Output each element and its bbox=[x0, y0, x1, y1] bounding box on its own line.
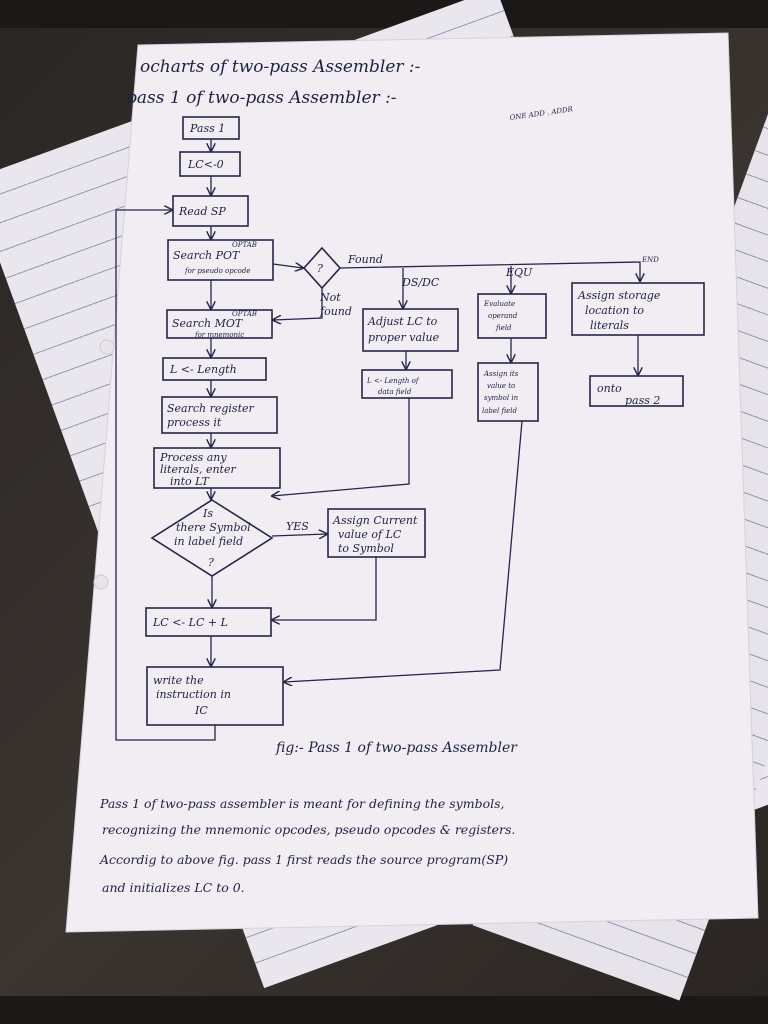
lc-update-label: LC <- LC + L bbox=[152, 616, 228, 629]
symbol-decision-label: Is bbox=[202, 507, 213, 520]
lc-update-box bbox=[145, 607, 272, 637]
search-pot-label: Search POT bbox=[173, 249, 241, 262]
read-sp-label: Read SP bbox=[178, 205, 226, 218]
l-length-data-box bbox=[361, 369, 453, 399]
punch-hole bbox=[99, 339, 115, 355]
assign-symbol-label-3: symbol in bbox=[484, 394, 519, 402]
paragraph-line-4: and initializes LC to 0. bbox=[102, 880, 245, 895]
adjust-lc-label: Adjust LC to bbox=[367, 315, 438, 328]
lc-init-label: LC<-0 bbox=[187, 158, 224, 171]
assign-storage-label-3: literals bbox=[590, 319, 629, 332]
search-pot-label-2: for pseudo opcode bbox=[184, 267, 250, 275]
symbol-decision-label-3: in label field bbox=[174, 535, 243, 548]
onto-pass2-box bbox=[589, 375, 684, 407]
search-mot-label: Search MOT bbox=[172, 317, 244, 330]
process-literals-label: Process any bbox=[159, 451, 227, 464]
onto-pass2-label: onto bbox=[597, 382, 622, 395]
arrow bbox=[273, 288, 323, 320]
punch-hole bbox=[93, 574, 109, 590]
search-mot-label-2: for mnemonic bbox=[194, 331, 244, 339]
arrow bbox=[272, 398, 410, 496]
evaluate-operand-label-3: field bbox=[495, 324, 512, 332]
optab-tag-2: OPTAB bbox=[232, 310, 257, 318]
assign-value-label-3: to Symbol bbox=[338, 542, 394, 555]
search-register-label-2: process it bbox=[167, 416, 222, 429]
paragraph-line-1: Pass 1 of two-pass assembler is meant fo… bbox=[99, 796, 505, 811]
assign-storage-label: Assign storage bbox=[577, 289, 661, 302]
evaluate-operand-box bbox=[477, 293, 547, 339]
onto-pass2-label-2: pass 2 bbox=[625, 394, 660, 407]
process-literals-box bbox=[153, 447, 281, 489]
assign-symbol-box bbox=[477, 362, 539, 422]
adjust-lc-label-2: proper value bbox=[368, 331, 440, 344]
l-length-label: L <- Length bbox=[169, 363, 237, 376]
assign-value-label: Assign Current bbox=[332, 514, 418, 527]
assign-value-label-2: value of LC bbox=[338, 528, 402, 541]
found-label: Found bbox=[347, 253, 383, 266]
write-instruction-label-3: IC bbox=[194, 704, 208, 717]
page-heading: ocharts of two-pass Assembler :- bbox=[140, 57, 421, 77]
loop-back-arrow bbox=[115, 210, 216, 741]
ds-dc-label: DS/DC bbox=[401, 276, 440, 289]
adjust-lc-box bbox=[362, 308, 459, 352]
write-instruction-label-2: instruction in bbox=[156, 688, 231, 701]
l-length-data-label: L <- Length of bbox=[366, 377, 420, 385]
yes-label: YES bbox=[286, 520, 309, 533]
paragraph-line-3: Accordig to above fig. pass 1 first read… bbox=[99, 852, 508, 867]
assign-symbol-label-2: value to bbox=[487, 382, 515, 390]
arrow bbox=[272, 264, 303, 268]
l-length-box bbox=[162, 357, 267, 381]
pass1-label: Pass 1 bbox=[189, 122, 225, 135]
search-register-label: Search register bbox=[167, 402, 255, 415]
lc-init-box bbox=[179, 151, 241, 177]
search-pot-box bbox=[167, 239, 274, 281]
search-register-box bbox=[161, 396, 278, 434]
not-found-label: Not bbox=[319, 291, 341, 304]
end-label: END bbox=[641, 256, 659, 264]
symbol-decision-label-2: there Symbol bbox=[176, 521, 251, 534]
evaluate-operand-label-2: operand bbox=[488, 312, 518, 320]
arrow bbox=[272, 557, 377, 620]
arrow bbox=[271, 534, 327, 536]
l-length-data-label-2: data field bbox=[378, 388, 412, 396]
arrow bbox=[284, 420, 523, 682]
not-found-label-2: found bbox=[319, 305, 352, 318]
symbol-decision-label-4: ? bbox=[208, 556, 214, 569]
figure-caption: fig:- Pass 1 of two-pass Assembler bbox=[275, 740, 518, 756]
assign-symbol-label-4: label field bbox=[482, 407, 518, 415]
paper-sheet bbox=[65, 32, 759, 933]
assign-storage-label-2: location to bbox=[585, 304, 644, 317]
process-literals-label-2: literals, enter bbox=[160, 463, 236, 476]
decision-mark: ? bbox=[317, 262, 323, 275]
paragraph-line-2: recognizing the mnemonic opcodes, pseudo… bbox=[102, 822, 515, 837]
process-literals-label-3: into LT bbox=[170, 475, 211, 488]
found-branch-line bbox=[339, 261, 640, 281]
page-subheading: pass 1 of two-pass Assembler :- bbox=[126, 88, 397, 108]
optab-tag: OPTAB bbox=[232, 241, 257, 249]
assign-symbol-label: Assign its bbox=[483, 370, 519, 378]
write-instruction-label: write the bbox=[153, 674, 204, 687]
equ-label: EQU bbox=[505, 266, 533, 279]
evaluate-operand-label: Evaluate bbox=[483, 300, 515, 308]
